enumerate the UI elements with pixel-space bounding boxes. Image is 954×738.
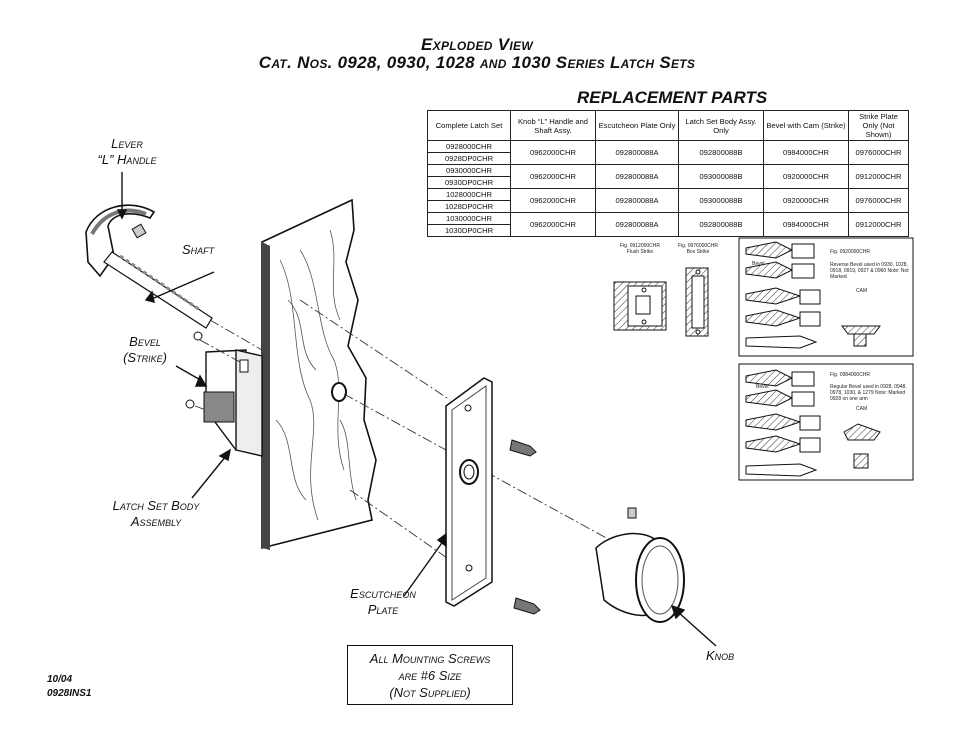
panel2-cam-label: CAM [856, 406, 868, 412]
table-header: Bevel with Cam (Strike) [763, 110, 849, 141]
table-row: 1030DP0CHR [427, 224, 909, 237]
bevel-label-line1: Bevel [129, 334, 161, 349]
panel2-fig-label: Fig. 0984000CHR [830, 372, 871, 378]
box-strike-caption-sub: Box Strike [686, 249, 710, 255]
table-cell: 1030DP0CHR [427, 224, 511, 237]
lever-label-line2: “L” Handle [97, 152, 157, 167]
table-cell: 0962000CHR [510, 140, 596, 165]
table-cell: 0912000CHR [848, 212, 909, 237]
lever-label-line1: Lever [111, 136, 143, 151]
latch-body [185, 331, 263, 457]
panel2-bevel-label: Bevel [756, 384, 769, 390]
knob [595, 507, 685, 623]
panel1-note: Reverse Bevel used in 0930, 1028, 0918, … [830, 262, 909, 280]
table-row: 1030000CHR 0962000CHR 092800088A 0928000… [427, 212, 909, 237]
replacement-parts-heading: REPLACEMENT PARTS [577, 88, 768, 107]
note-line2: are #6 Size [398, 668, 462, 683]
table-cell: 093000088B [678, 188, 764, 213]
page-title-line2: Cat. Nos. 0928, 0930, 1028 and 1030 Seri… [258, 53, 696, 72]
escutcheon-label-line1: Escutcheon [350, 586, 416, 601]
table-cell: 0976000CHR [848, 140, 909, 165]
panel1-bevel-label: Bevel [752, 261, 765, 267]
table-cell: 0962000CHR [510, 212, 596, 237]
panel1-fig-label: Fig. 0920000CHR [830, 249, 871, 255]
table-header: Strike Plate Only (Not Shown) [848, 110, 909, 141]
mounting-screws-note: All Mounting Screws are #6 Size (Not Sup… [347, 645, 513, 705]
table-cell: 0912000CHR [848, 164, 909, 189]
callout-arrows [116, 172, 717, 647]
table-cell: 092800088A [595, 140, 679, 165]
note-line3: (Not Supplied) [389, 685, 471, 700]
note-line1: All Mounting Screws [369, 651, 491, 666]
table-cell: 0984000CHR [763, 140, 849, 165]
flush-strike-caption-sub: Flush Strike [626, 249, 654, 255]
flush-strike-caption: Fig. 0912000CHR [619, 243, 661, 249]
replacement-parts-table: Complete Latch Set Knob “L” Handle and S… [427, 110, 909, 237]
box-strike-figure [685, 267, 709, 337]
table-cell: 0920000CHR [763, 164, 849, 189]
document-id: 0928INS1 [47, 688, 92, 699]
shaft-label: Shaft [182, 242, 215, 257]
bevel-panel-1 [738, 237, 914, 357]
bevel-label-line2: (Strike) [123, 350, 167, 365]
latch-label-line2: Assembly [130, 514, 182, 529]
panel2-note: Regular Bevel used in 0928, 0948, 0978, … [830, 384, 907, 402]
table-header: Escutcheon Plate Only [595, 110, 679, 141]
table-row: 0930000CHR 0962000CHR 092800088A 0930000… [427, 164, 909, 189]
table-row: 0928000CHR 0962000CHR 092800088A 0928000… [427, 140, 909, 165]
door-panel [261, 198, 377, 550]
escutcheon-label-line2: Plate [367, 602, 399, 617]
latch-label-line1: Latch Set Body [112, 498, 200, 513]
escutcheon-plate [445, 377, 541, 615]
flush-strike-figure [613, 281, 667, 331]
panel1-cam-label: CAM [856, 288, 868, 294]
table-cell: 092800088A [595, 212, 679, 237]
page-title-line1: Exploded View [421, 35, 533, 54]
table-cell: 092800088B [678, 212, 764, 237]
box-strike-caption: Fig. 0976000CHR [677, 243, 719, 249]
revision-date: 10/04 [47, 674, 73, 685]
bevel-panel-2 [738, 363, 914, 481]
knob-label: Knob [706, 648, 735, 663]
lever-handle [85, 204, 213, 329]
